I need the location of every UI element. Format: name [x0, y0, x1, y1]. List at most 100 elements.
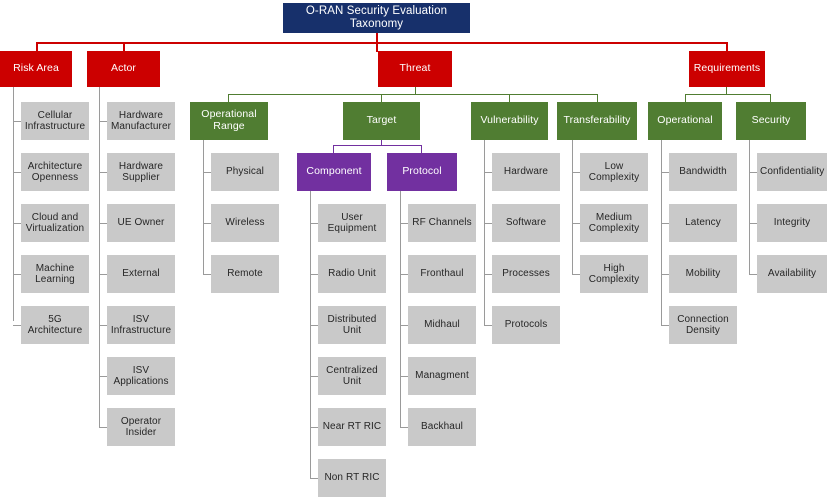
connector-risk-area-spine [13, 87, 15, 321]
connector-security-tick-0 [749, 172, 757, 174]
list-item: Wireless [211, 204, 279, 242]
connector-operational-tick-1 [661, 223, 669, 225]
list-item: Protocols [492, 306, 560, 344]
connector-target-bus [333, 145, 422, 147]
node-vulnerability-label: Vulnerability [480, 114, 539, 127]
leaf-label: Architecture Openness [27, 160, 83, 183]
connector-component-spine [310, 191, 312, 478]
node-vulnerability: Vulnerability [471, 102, 548, 140]
connector-transferability-tick-1 [572, 223, 580, 225]
list-item: Operator Insider [107, 408, 175, 446]
connector-actor-tick-5 [99, 376, 107, 378]
list-item: Hardware Supplier [107, 153, 175, 191]
connector-component-tick-1 [310, 274, 318, 276]
connector-component-tick-2 [310, 325, 318, 327]
connector-actor-tick-4 [99, 325, 107, 327]
list-item: Managment [408, 357, 476, 395]
connector-target-drop [381, 94, 383, 102]
list-item: 5G Architecture [21, 306, 89, 344]
connector-vulnerability-drop [509, 94, 511, 102]
leaf-label: Physical [225, 166, 265, 178]
leaf-label: Medium Complexity [588, 211, 640, 234]
list-item: RF Channels [408, 204, 476, 242]
connector-actor-drop [123, 42, 125, 52]
connector-protocol-tick-1 [400, 274, 408, 276]
leaf-label: Protocols [504, 319, 548, 331]
connector-vulnerability-tick-3 [484, 325, 492, 327]
connector-operational-tick-3 [661, 325, 669, 327]
branch-threat: Threat [378, 51, 452, 87]
node-component: Component [297, 153, 371, 191]
node-operational: Operational [648, 102, 722, 140]
list-item: Midhaul [408, 306, 476, 344]
connector-operational-range-tick-0 [203, 172, 211, 174]
leaf-label: Hardware Manufacturer [110, 109, 172, 132]
connector-transferability-tick-0 [572, 172, 580, 174]
list-item: Machine Learning [21, 255, 89, 293]
branch-threat-label: Threat [399, 62, 431, 75]
connector-requirements-stem [726, 87, 728, 95]
node-component-label: Component [306, 165, 362, 178]
node-security: Security [736, 102, 806, 140]
connector-risk-area-drop [36, 42, 38, 52]
list-item: High Complexity [580, 255, 648, 293]
list-item: ISV Applications [107, 357, 175, 395]
connector-operational-tick-0 [661, 172, 669, 174]
leaf-label: Integrity [773, 217, 811, 229]
connector-operational-drop [685, 94, 687, 102]
connector-security-drop [770, 94, 772, 102]
branch-actor-label: Actor [110, 62, 136, 75]
connector-actor-tick-0 [99, 121, 107, 123]
leaf-label: High Complexity [588, 262, 640, 285]
connector-actor-spine [99, 87, 101, 427]
list-item: ISV Infrastructure [107, 306, 175, 344]
branch-requirements-label: Requirements [693, 62, 761, 75]
connector-target-stem [381, 140, 383, 146]
leaf-label: ISV Infrastructure [110, 313, 172, 336]
leaf-label: Near RT RIC [322, 421, 382, 433]
leaf-label: RF Channels [412, 217, 472, 229]
list-item: Near RT RIC [318, 408, 386, 446]
connector-component-tick-4 [310, 427, 318, 429]
list-item: Distributed Unit [318, 306, 386, 344]
list-item: UE Owner [107, 204, 175, 242]
leaf-label: Machine Learning [35, 262, 75, 285]
list-item: Backhaul [408, 408, 476, 446]
root-label: O-RAN Security Evaluation Taxonomy [305, 5, 448, 30]
leaf-label: Low Complexity [588, 160, 640, 183]
node-operational-range: Operational Range [190, 102, 268, 140]
connector-level1-bus [36, 42, 727, 44]
leaf-label: Confidentiality [760, 166, 825, 178]
connector-vulnerability-tick-2 [484, 274, 492, 276]
leaf-label: 5G Architecture [27, 313, 83, 336]
connector-risk-area-tick-3 [13, 274, 21, 276]
root-node: O-RAN Security Evaluation Taxonomy [283, 3, 470, 33]
branch-actor: Actor [87, 51, 160, 87]
connector-security-tick-1 [749, 223, 757, 225]
node-protocol-label: Protocol [402, 165, 442, 178]
list-item: Physical [211, 153, 279, 191]
leaf-label: ISV Applications [113, 364, 169, 387]
list-item: Hardware [492, 153, 560, 191]
leaf-label: Fronthaul [420, 268, 464, 280]
connector-requirements-drop [726, 42, 728, 52]
branch-risk-area: Risk Area [0, 51, 72, 87]
connector-root-stem [376, 33, 378, 43]
connector-risk-area-tick-4 [13, 325, 21, 327]
leaf-label: Hardware Supplier [118, 160, 164, 183]
leaf-label: Latency [685, 217, 721, 229]
node-protocol: Protocol [387, 153, 457, 191]
leaf-label: Cloud and Virtualization [25, 211, 85, 234]
leaf-label: Distributed Unit [327, 313, 377, 336]
connector-operational-tick-2 [661, 274, 669, 276]
list-item: External [107, 255, 175, 293]
list-item: Cloud and Virtualization [21, 204, 89, 242]
leaf-label: Backhaul [421, 421, 463, 433]
connector-requirements-bus [685, 94, 771, 96]
leaf-label: Processes [502, 268, 550, 280]
connector-protocol-drop [421, 145, 423, 153]
list-item: Latency [669, 204, 737, 242]
leaf-label: UE Owner [117, 217, 165, 229]
list-item: Low Complexity [580, 153, 648, 191]
leaf-label: Cellular Infrastructure [24, 109, 86, 132]
